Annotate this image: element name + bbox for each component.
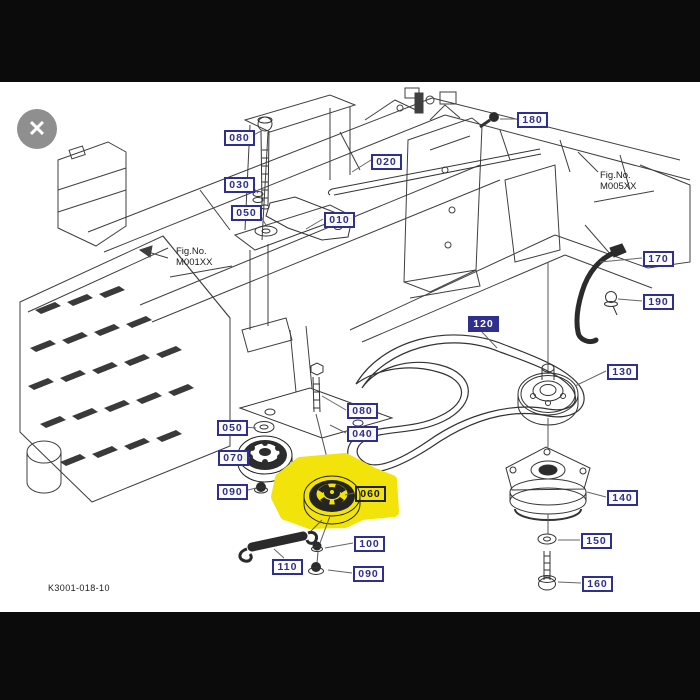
part-callout-190[interactable]: 190 (643, 294, 674, 310)
part-callout-040[interactable]: 040 (347, 426, 378, 442)
leader-lines (243, 118, 643, 584)
part-callout-130[interactable]: 130 (607, 364, 638, 380)
figref-leaders (138, 151, 655, 278)
part-callout-110[interactable]: 110 (272, 559, 303, 575)
part-callout-020[interactable]: 020 (371, 154, 402, 170)
belt-guide-170 (574, 243, 627, 345)
close-icon: ✕ (27, 116, 47, 141)
part-callout-160[interactable]: 160 (582, 576, 613, 592)
part-callout-120[interactable]: 120 (468, 316, 499, 332)
part-callout-140[interactable]: 140 (607, 490, 638, 506)
fig-ref-m005xx: Fig.No. M005XX (600, 170, 637, 192)
clutch-140 (505, 418, 591, 591)
part-callout-170[interactable]: 170 (643, 251, 674, 267)
part-callout-090[interactable]: 090 (217, 484, 248, 500)
part-callout-090[interactable]: 090 (353, 566, 384, 582)
part-callout-150[interactable]: 150 (581, 533, 612, 549)
part-callout-100[interactable]: 100 (354, 536, 385, 552)
highlighted-part-060[interactable] (271, 453, 399, 529)
upper-hardware (252, 112, 542, 241)
deck-vent-slots (28, 286, 194, 466)
part-callout-070[interactable]: 070 (218, 450, 249, 466)
part-callout-030[interactable]: 030 (224, 177, 255, 193)
part-callout-080[interactable]: 080 (347, 403, 378, 419)
part-callout-050[interactable]: 050 (231, 205, 262, 221)
part-callout-180[interactable]: 180 (517, 112, 548, 128)
fig-ref-m001xx: Fig.No. M001XX (176, 246, 213, 268)
close-button[interactable]: ✕ (17, 109, 57, 149)
part-callout-080[interactable]: 080 (224, 130, 255, 146)
drawing-number: K3001-018-10 (48, 583, 110, 593)
part-callout-060[interactable]: 060 (355, 486, 386, 502)
front-roller (26, 440, 62, 494)
part-callout-050[interactable]: 050 (217, 420, 248, 436)
pulley-130 (517, 262, 579, 426)
idler-hardware (238, 362, 394, 471)
spring-and-nuts (238, 515, 331, 575)
drive-belt (347, 334, 585, 473)
letterbox-top (0, 0, 700, 82)
letterbox-bottom (0, 612, 700, 700)
part-callout-010[interactable]: 010 (324, 212, 355, 228)
